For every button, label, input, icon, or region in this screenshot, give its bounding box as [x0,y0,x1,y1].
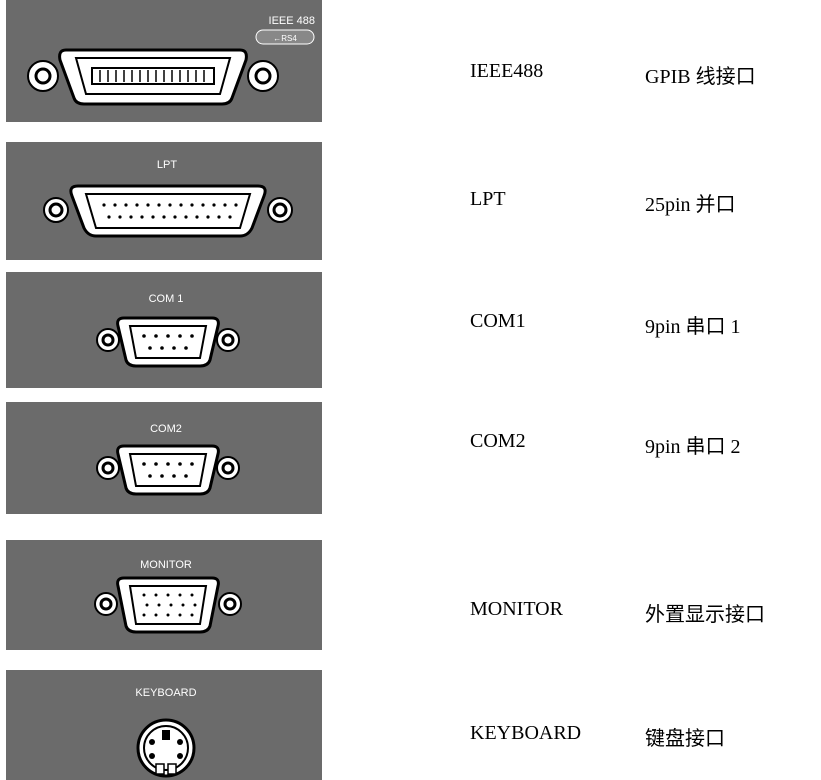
com1-panel: COM 1 [6,272,322,388]
lpt-panel-label: LPT [157,159,177,171]
port-name-monitor: MONITOR [470,598,563,620]
port-desc-keyboard: 键盘接口 [645,728,725,750]
monitor-panel: MONITOR [6,540,322,650]
port-desc-com2: 9pin 串口 2 [645,436,741,458]
port-name-ieee488: IEEE488 [470,60,544,82]
port-name-lpt: LPT [470,188,506,210]
db9-connector-icon: COM2 [96,423,240,496]
com2-panel: COM2 [6,402,322,514]
port-name-com2: COM2 [470,430,526,452]
db25-connector-icon: LPT [43,159,293,238]
port-desc-lpt: 25pin 并口 [645,194,736,216]
ieee488-badge [255,29,315,45]
com1-panel-label: COM 1 [149,293,184,305]
com2-panel-label: COM2 [150,423,182,435]
keyboard-panel-label: KEYBOARD [135,687,196,699]
ieee488-panel-label: IEEE 488 [269,15,315,27]
gpib-connector-icon: IEEE 488 ←RS4 [27,15,315,106]
lpt-panel: LPT [6,142,322,260]
port-name-com1: COM1 [470,310,526,332]
port-name-keyboard: KEYBOARD [470,722,582,744]
ps2-connector-icon: KEYBOARD [135,687,197,778]
keyboard-panel: KEYBOARD [6,670,322,780]
monitor-panel-label: MONITOR [140,559,192,571]
port-desc-com1: 9pin 串口 1 [645,316,741,338]
port-desc-monitor: 外置显示接口 [645,604,765,626]
vga-connector-icon: MONITOR [94,559,242,634]
ieee488-panel: IEEE 488 ←RS4 [6,0,322,122]
ieee488-panel-sublabel: ←RS4 [273,34,297,43]
port-desc-ieee488: GPIB 线接口 [645,66,756,88]
db9-connector-icon: COM 1 [96,293,240,368]
